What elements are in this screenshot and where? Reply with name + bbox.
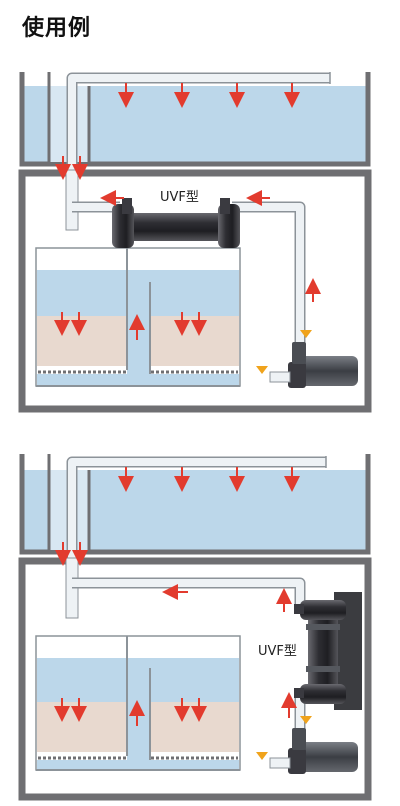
uv-sterilizer-icon bbox=[112, 198, 240, 248]
sump-sand-left bbox=[37, 316, 127, 366]
valve-icon bbox=[256, 366, 268, 374]
pipe-uv-to-pump bbox=[232, 201, 306, 352]
sump-sand-right bbox=[150, 316, 239, 366]
cabinet-frame bbox=[18, 169, 372, 413]
uvf-label-top: UVF型 bbox=[160, 190, 199, 205]
sump-water-middle bbox=[127, 270, 150, 386]
valve-icon bbox=[300, 330, 312, 338]
page-title: 使用例 bbox=[22, 16, 92, 41]
display-tank-wall bbox=[19, 72, 371, 167]
sump-water-left bbox=[37, 270, 127, 316]
valve-icon bbox=[256, 752, 268, 760]
uvf-label-bottom: UVF型 bbox=[258, 644, 297, 659]
pump-icon bbox=[269, 728, 358, 774]
cabinet-frame bbox=[18, 557, 372, 801]
flow-arrow-icon bbox=[54, 467, 300, 726]
valve-icon bbox=[300, 716, 312, 724]
flow-arrow-icon bbox=[54, 83, 321, 340]
diagram-1 bbox=[18, 72, 372, 413]
pump-icon bbox=[269, 342, 358, 388]
diagram-2 bbox=[18, 454, 372, 801]
display-tank-wall bbox=[19, 454, 371, 555]
uv-sterilizer-icon bbox=[294, 600, 346, 704]
sump-water-right bbox=[150, 270, 239, 316]
